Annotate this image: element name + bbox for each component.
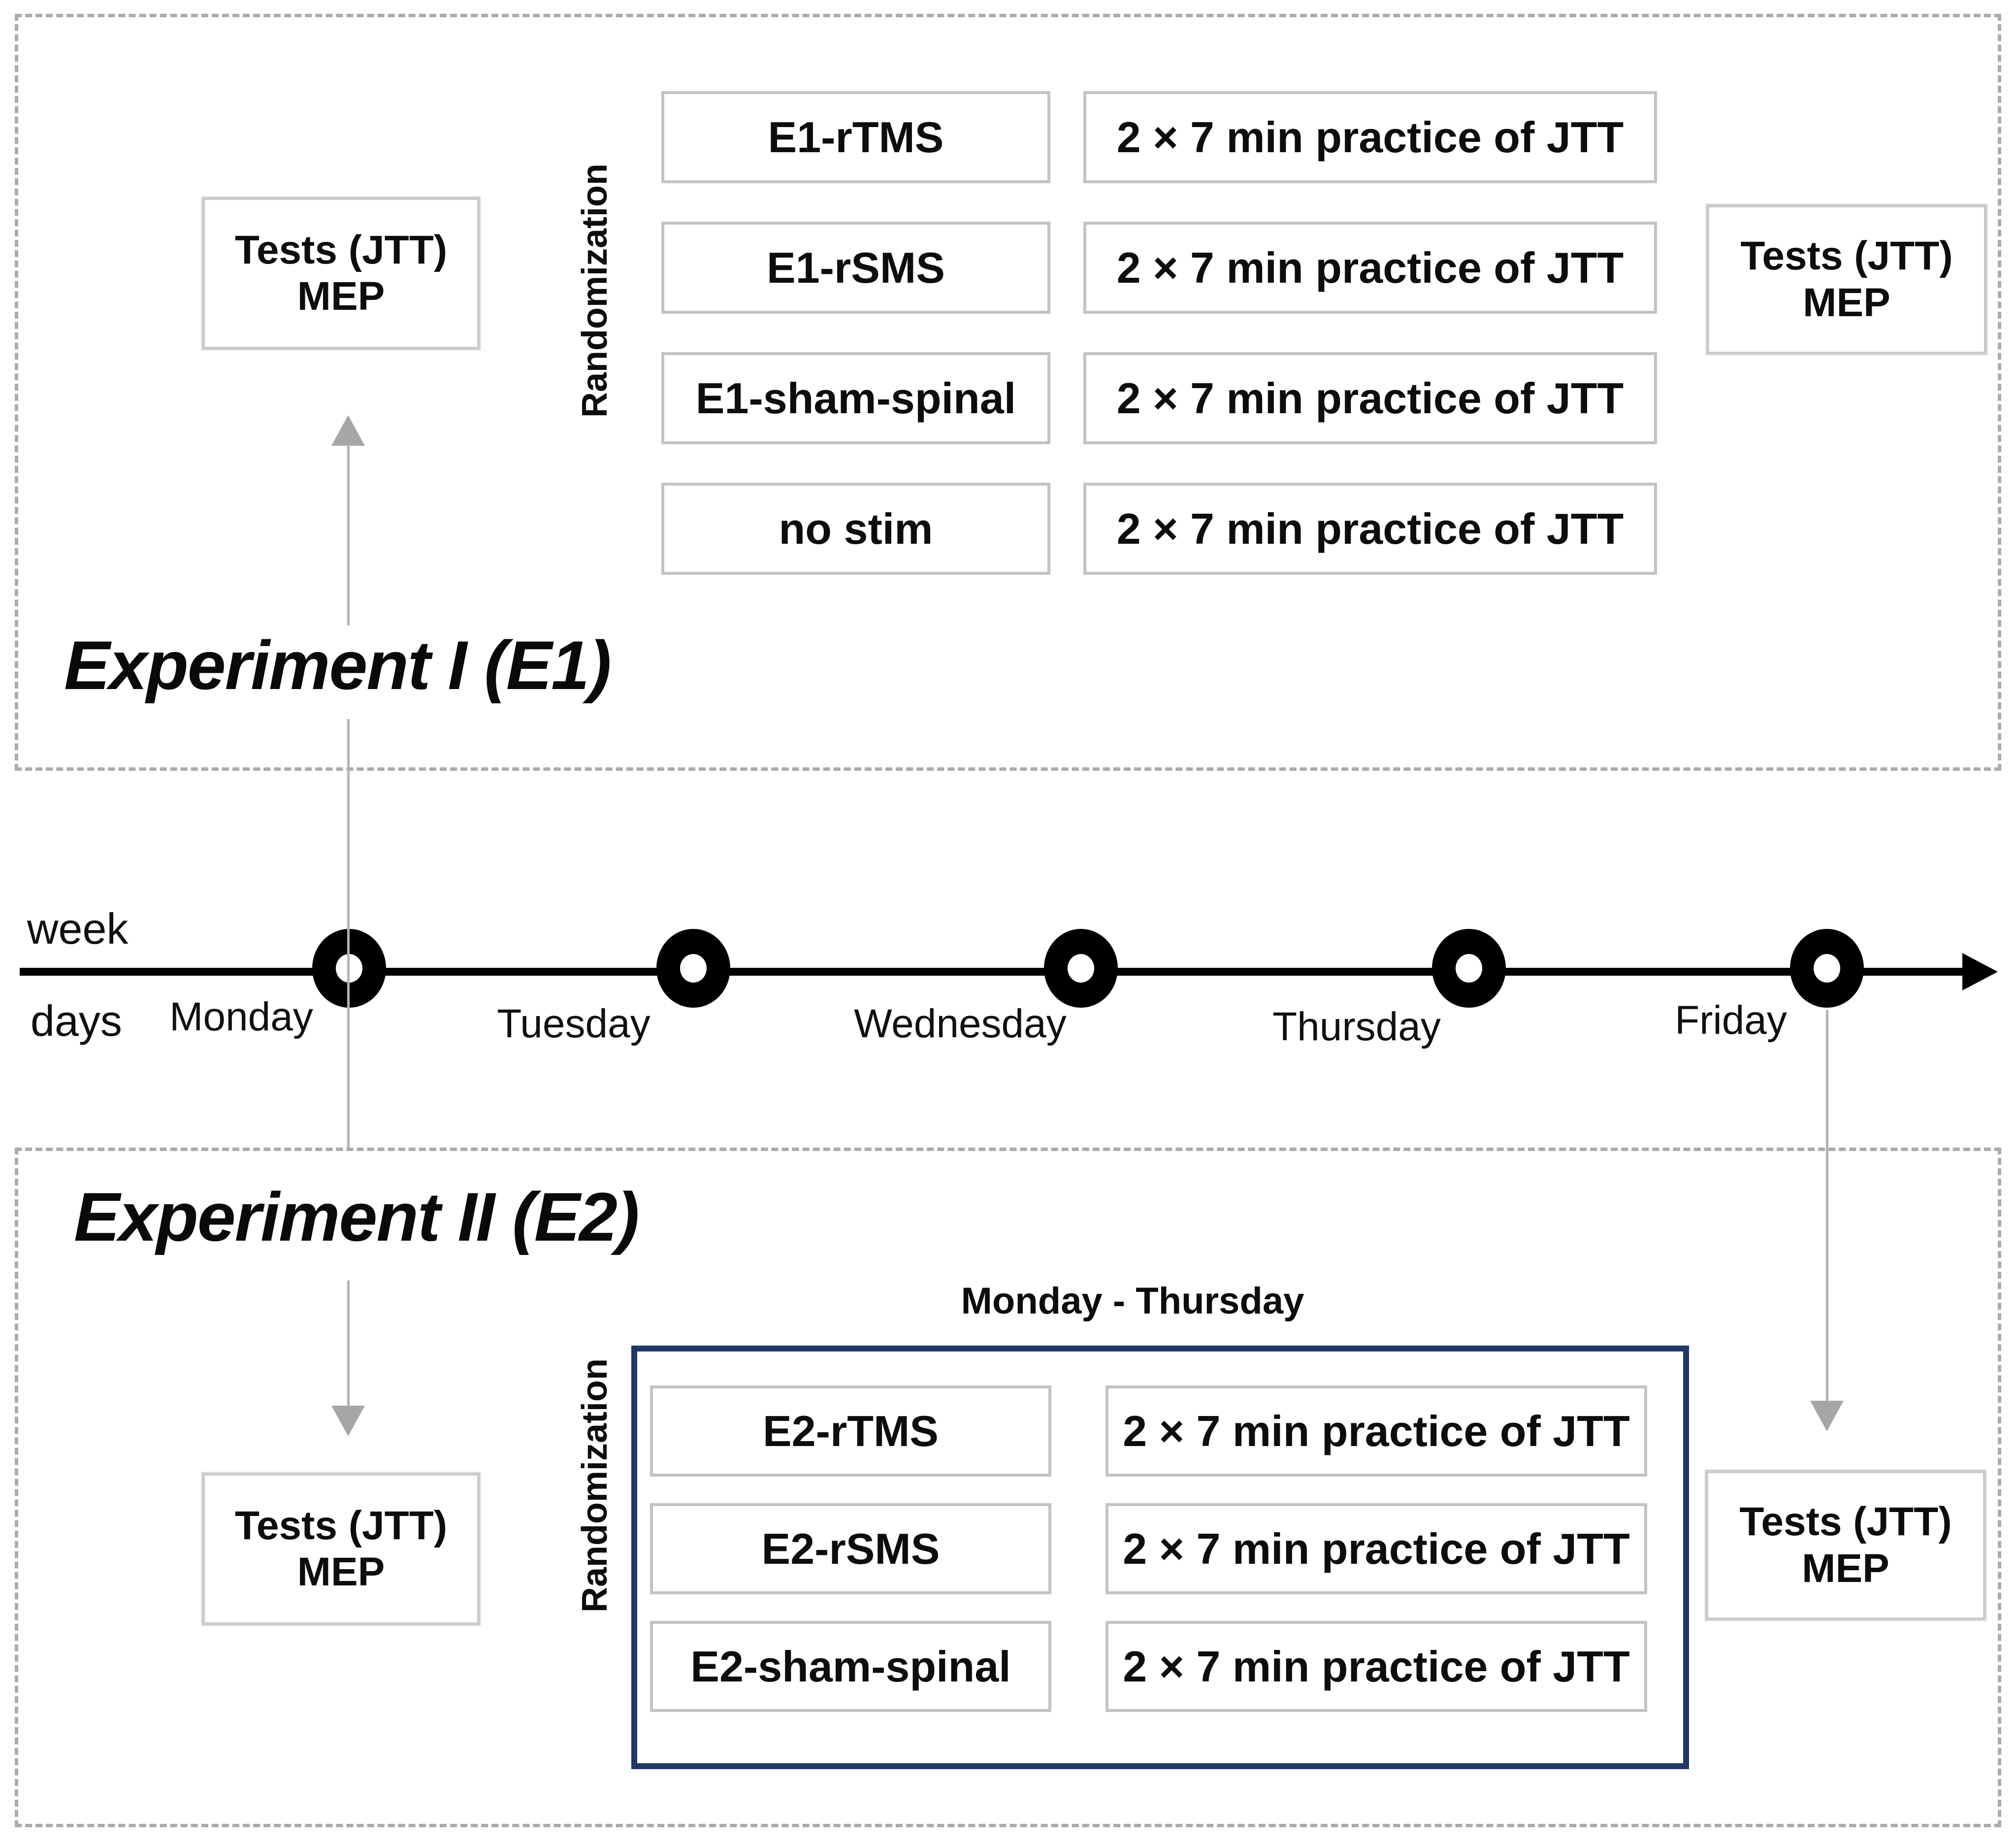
timeline-axis (20, 968, 1965, 976)
marker-hole (680, 954, 707, 983)
e2-right-down-arrowhead-icon (1810, 1401, 1844, 1431)
e2-condition-rsms: E2-rSMS (650, 1503, 1051, 1594)
e1-practice-row1: 2 × 7 min practice of JTT (1083, 91, 1657, 183)
e2-randomization-container (631, 1346, 1689, 1769)
day-label-friday: Friday (1675, 998, 1787, 1043)
e2-left-down-arrowhead-icon (331, 1406, 365, 1436)
experiment1-title: Experiment I (E1) (64, 626, 612, 704)
e1-tests-box-post: Tests (JTT) MEP (1706, 204, 1987, 355)
e2-tests-post-line1: Tests (JTT) (1739, 1499, 1952, 1545)
marker-hole (1814, 954, 1840, 983)
e2-tests-pre-line1: Tests (JTT) (234, 1503, 448, 1548)
day-label-tuesday: Tuesday (497, 1001, 650, 1046)
e1-tests-post-line1: Tests (JTT) (1740, 233, 1953, 279)
experiment1-panel (15, 14, 2001, 771)
e1-tests-pre-line1: Tests (JTT) (234, 227, 448, 272)
e1-condition-no-stim: no stim (661, 483, 1050, 575)
left-connector-lower (347, 1281, 350, 1407)
e2-practice-row3: 2 × 7 min practice of JTT (1106, 1621, 1647, 1712)
e2-randomization-label: Randomization (575, 1358, 615, 1613)
day-label-thursday: Thursday (1272, 1004, 1441, 1049)
experiment2-title: Experiment II (E2) (74, 1178, 640, 1255)
e1-condition-rtms: E1-rTMS (661, 91, 1050, 183)
e2-tests-pre-line2: MEP (297, 1549, 385, 1594)
right-connector (1826, 1010, 1828, 1402)
left-connector-upper (347, 445, 350, 626)
day-label-wednesday: Wednesday (854, 1001, 1067, 1046)
e1-practice-row2: 2 × 7 min practice of JTT (1083, 222, 1657, 314)
e2-practice-row1: 2 × 7 min practice of JTT (1106, 1385, 1647, 1477)
timeline-days-label: days (31, 996, 122, 1045)
e2-practice-row2: 2 × 7 min practice of JTT (1106, 1503, 1647, 1594)
e2-condition-sham-spinal: E2-sham-spinal (650, 1621, 1051, 1712)
e2-schedule-label: Monday - Thursday (961, 1280, 1304, 1322)
e1-practice-row3: 2 × 7 min practice of JTT (1083, 352, 1657, 444)
e1-randomization-label: Randomization (575, 164, 615, 418)
timeline-arrowhead-icon (1962, 953, 1998, 990)
e1-up-arrowhead-icon (331, 415, 365, 446)
timeline-week-label: week (27, 904, 129, 953)
e1-tests-post-line2: MEP (1803, 280, 1890, 325)
e1-condition-sham-spinal: E1-sham-spinal (661, 352, 1050, 444)
e1-tests-box-pre: Tests (JTT) MEP (202, 197, 480, 350)
e2-tests-box-pre: Tests (JTT) MEP (202, 1473, 480, 1625)
e1-condition-rsms: E1-rSMS (661, 222, 1050, 314)
timeline-marker-friday (1790, 929, 1864, 1008)
timeline-marker-wednesday (1044, 929, 1118, 1008)
day-label-monday: Monday (169, 994, 313, 1039)
marker-hole (1456, 954, 1482, 983)
e2-tests-box-post: Tests (JTT) MEP (1705, 1470, 1986, 1620)
e2-condition-rtms: E2-rTMS (650, 1385, 1051, 1477)
e2-tests-post-line2: MEP (1802, 1546, 1889, 1591)
e1-tests-pre-line2: MEP (297, 274, 385, 319)
marker-hole (1068, 954, 1094, 983)
timeline-marker-tuesday (656, 929, 730, 1008)
e1-practice-row4: 2 × 7 min practice of JTT (1083, 483, 1657, 575)
left-connector-middle (347, 719, 350, 1149)
timeline-marker-thursday (1432, 929, 1506, 1008)
experiment2-panel (15, 1148, 2001, 1827)
